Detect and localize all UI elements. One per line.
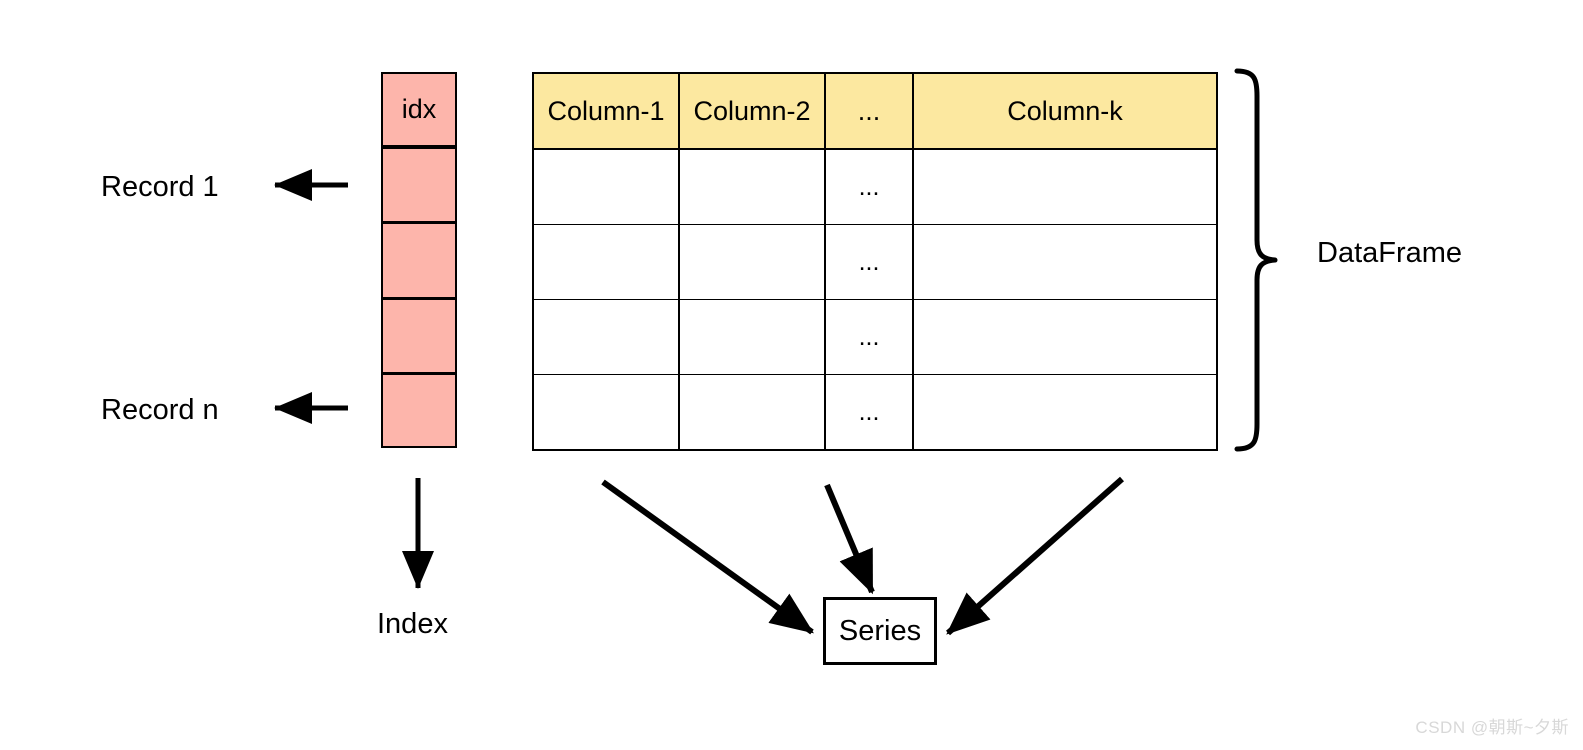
table-cell (678, 374, 826, 451)
dataframe-brace (1234, 68, 1278, 452)
table-cell-ellipsis: ... (824, 299, 914, 375)
series-arrow-middle (824, 483, 875, 595)
table-cell (678, 299, 826, 375)
index-label: Index (377, 608, 448, 640)
column-header-ellipsis: ... (824, 72, 914, 150)
table-cell (912, 148, 1218, 225)
column-header-1: Column-1 (532, 72, 680, 150)
table-header-row: Column-1 Column-2 ... Column-k (532, 72, 1218, 150)
table-cell-ellipsis: ... (824, 148, 914, 225)
table-cell (912, 374, 1218, 451)
table-row: ... (532, 299, 1218, 375)
index-column-cell (381, 297, 457, 373)
table-cell (912, 224, 1218, 300)
table-row: ... (532, 224, 1218, 300)
table-row: ... (532, 148, 1218, 225)
dataframe-table: Column-1 Column-2 ... Column-k ... ... (532, 72, 1218, 451)
series-arrow-right (946, 476, 1124, 636)
table-row: ... (532, 374, 1218, 451)
table-cell (532, 299, 680, 375)
table-cell (532, 148, 680, 225)
index-column-cell (381, 147, 457, 223)
record-last-label: Record n (101, 394, 219, 426)
table-cell (678, 224, 826, 300)
table-cell (532, 374, 680, 451)
table-cell (912, 299, 1218, 375)
index-column-cell (381, 372, 457, 448)
table-cell (678, 148, 826, 225)
record-first-label: Record 1 (101, 171, 219, 203)
index-column: idx (381, 72, 457, 448)
table-cell (532, 224, 680, 300)
series-box: Series (823, 597, 937, 665)
index-column-cell (381, 222, 457, 298)
table-cell-ellipsis: ... (824, 374, 914, 451)
watermark: CSDN @朝斯~夕斯 (1415, 718, 1569, 737)
table-cell-ellipsis: ... (824, 224, 914, 300)
column-header-2: Column-2 (678, 72, 826, 150)
dataframe-label: DataFrame (1317, 237, 1463, 269)
series-arrow-left (601, 479, 814, 635)
column-header-k: Column-k (912, 72, 1218, 150)
index-column-header: idx (381, 72, 457, 148)
